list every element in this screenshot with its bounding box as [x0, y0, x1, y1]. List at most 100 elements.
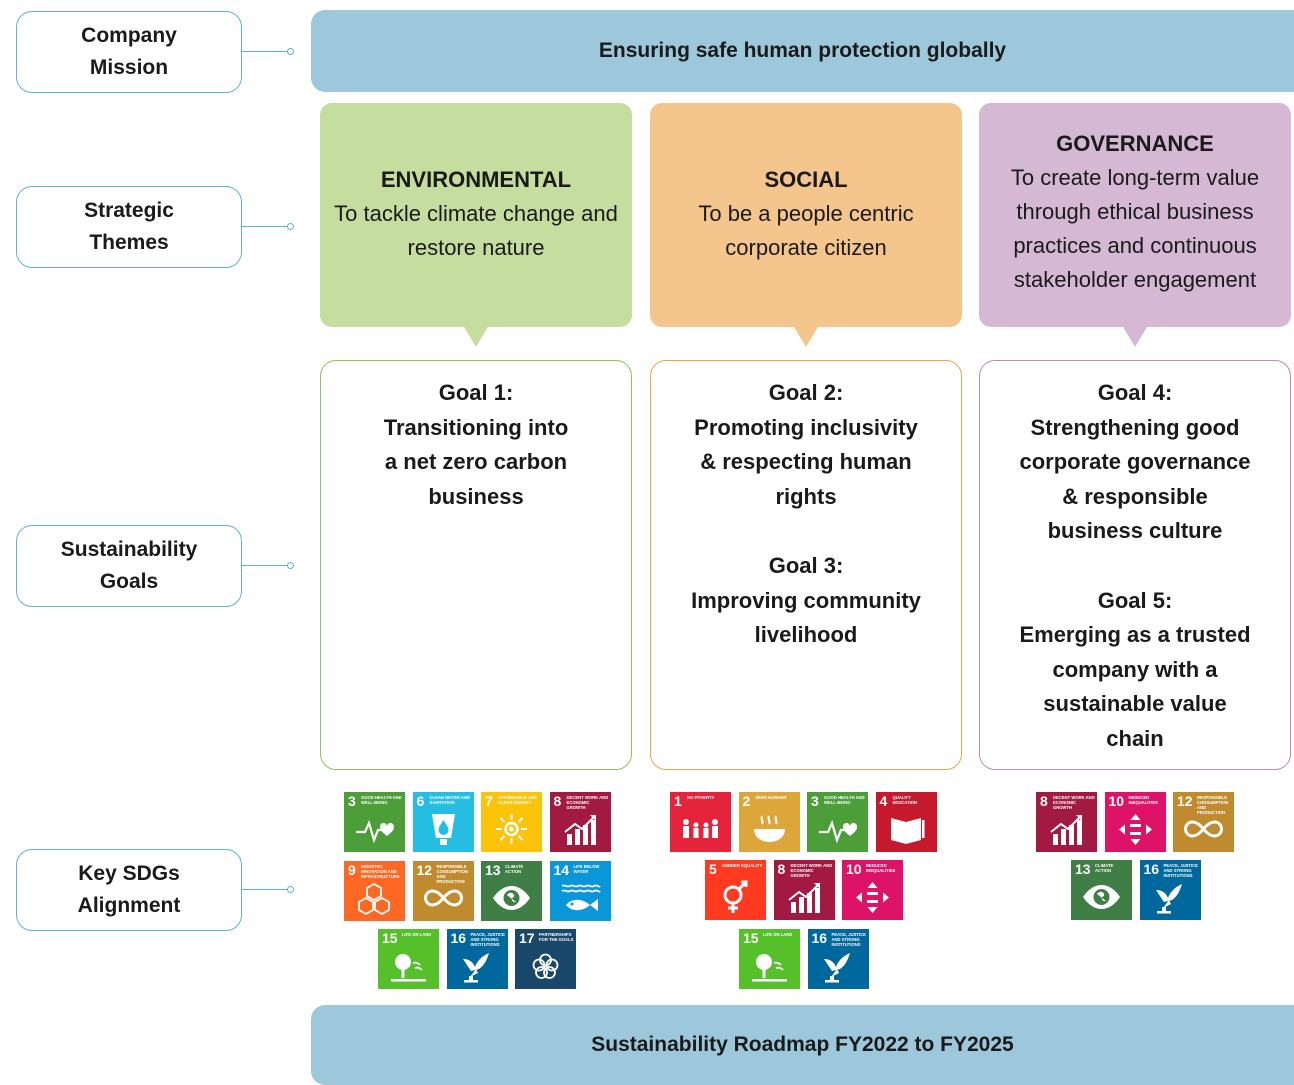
sdg-name: CLIMATE ACTION — [505, 864, 524, 874]
sdg-name: AFFORDABLE AND CLEAN ENERGY — [498, 795, 537, 805]
sdg-name: PEACE, JUSTICE AND STRONG INSTITUTIONS — [1163, 863, 1198, 878]
eye-globe-icon — [1083, 885, 1120, 909]
goal-heading: Goal 3: — [768, 552, 844, 578]
key-sdgs-label: Key SDGs Alignment — [16, 849, 242, 931]
goal-text-line: business culture — [1047, 518, 1223, 544]
sdg-number: 10 — [1108, 793, 1125, 809]
sdg-number: 5 — [709, 861, 717, 877]
sdg-tile-17: 17 PARTNERSHIPS FOR THE GOALS — [515, 929, 576, 989]
theme-description: To tackle climate change and restore nat… — [334, 201, 618, 260]
sdg-name: DECENT WORK AND ECONOMIC GROWTH — [790, 863, 833, 878]
theme-title: ENVIRONMENTAL — [380, 167, 572, 192]
goal-text-line: rights — [775, 483, 837, 509]
bowl-icon — [753, 815, 785, 842]
fish-icon — [561, 884, 601, 911]
sdg-name: PARTNERSHIPS FOR THE GOALS — [539, 932, 574, 942]
sdg-tile-13: 13 CLIMATE ACTION — [1071, 860, 1132, 920]
growth-chart-icon — [563, 815, 596, 845]
cubes-icon — [358, 882, 390, 916]
goal-text-line: livelihood — [754, 622, 858, 648]
themes-connector — [242, 223, 294, 230]
sdg-number: 3 — [811, 793, 819, 809]
theme-governance: GOVERNANCE To create long-term value thr… — [979, 103, 1291, 347]
sdg-number: 12 — [416, 862, 433, 878]
sdg-number: 13 — [485, 862, 501, 878]
strategic-themes-label-text: Strategic Themes — [84, 199, 174, 254]
equality-arrows-icon — [1118, 814, 1152, 845]
sdg-name: CLEAN WATER AND SANITATION — [429, 795, 470, 805]
goal-text-line: company with a — [1052, 656, 1218, 682]
book-icon — [890, 818, 924, 844]
sdg-number: 8 — [777, 861, 786, 877]
sdg-tile-5: 5 GENDER EQUALITY — [705, 860, 766, 920]
sdgs-connector — [242, 886, 294, 893]
sdg-name: REDUCED INEQUALITIES — [1128, 795, 1158, 805]
sdg-number: 13 — [1075, 861, 1091, 877]
mission-text: Ensuring safe human protection globally — [598, 39, 1007, 62]
goal-heading: Goal 1: — [438, 380, 514, 405]
tree-icon — [752, 954, 787, 982]
sdg-name: DECENT WORK AND ECONOMIC GROWTH — [566, 795, 609, 810]
goal-text-line: sustainable value — [1043, 691, 1227, 717]
sun-icon — [496, 814, 527, 844]
goal-heading: Goal 5: — [1097, 587, 1173, 613]
heartbeat-icon — [819, 819, 858, 844]
company-mission-label-text: Company Mission — [81, 24, 177, 79]
sdg-tile-3: 3 GOOD HEALTH AND WELL-BEING — [344, 792, 405, 852]
mission-connector — [242, 48, 294, 55]
sdg-number: 4 — [879, 793, 888, 809]
heartbeat-icon — [356, 819, 395, 844]
sdg-number: 8 — [1040, 793, 1048, 809]
theme-environmental: ENVIRONMENTAL To tackle climate change a… — [320, 103, 632, 347]
goal-text-line: corporate governance — [1019, 449, 1251, 475]
growth-chart-icon — [1050, 815, 1082, 845]
company-mission-label: Company Mission — [16, 11, 242, 93]
dove-icon — [823, 953, 850, 983]
sdg-number: 2 — [742, 793, 751, 809]
sdg-name: GENDER EQUALITY — [722, 863, 763, 868]
sdg-number: 16 — [811, 930, 828, 946]
sdg-name: RESPONSIBLE CONSUMPTION AND PRODUCTION — [1197, 795, 1229, 815]
goal-text-line: Transitioning into — [383, 414, 569, 440]
dove-icon — [1155, 884, 1182, 914]
goal-heading: Goal 2: — [768, 380, 844, 405]
sdg-name: RESPONSIBLE CONSUMPTION AND PRODUCTION — [436, 864, 468, 884]
family-icon — [683, 819, 718, 838]
goal-text-line: Promoting inclusivity — [694, 414, 918, 440]
sdg-name: GOOD HEALTH AND WELL-BEING — [361, 795, 402, 805]
sdg-name: ZERO HUNGER — [755, 795, 787, 800]
sdg-number: 1 — [674, 793, 682, 809]
water-drop-icon — [431, 814, 455, 845]
sdg-name: DECENT WORK AND ECONOMIC GROWTH — [1053, 795, 1095, 810]
theme-title: GOVERNANCE — [1056, 131, 1214, 156]
sdg-name: GOOD HEALTH AND WELL-BEING — [824, 795, 865, 805]
goal-text-line: & responsible — [1062, 483, 1208, 509]
sdg-name: NO POVERTY — [687, 795, 715, 800]
goal-heading: Goal 4: — [1097, 380, 1173, 405]
sdg-name: CLIMATE ACTION — [1095, 863, 1114, 873]
goal-text-line: a net zero carbon — [384, 449, 568, 475]
sdg-tile-9: 9 INDUSTRY, INNOVATION AND INFRASTRUCTURE — [344, 861, 405, 921]
goal-box-social: Goal 2:Promoting inclusivity& respecting… — [650, 360, 962, 770]
sdg-tile-2: 2 ZERO HUNGER — [738, 792, 800, 852]
sdg-number: 17 — [519, 930, 535, 946]
sdg-number: 12 — [1177, 793, 1193, 809]
sdg-number: 3 — [348, 793, 356, 809]
sdg-name: INDUSTRY, INNOVATION AND INFRASTRUCTURE — [361, 864, 400, 879]
gender-icon — [723, 880, 748, 913]
sdg-name: QUALITY EDUCATION — [892, 795, 918, 805]
theme-social: SOCIAL To be a people centric corporate … — [650, 103, 962, 347]
sdg-number: 16 — [1143, 861, 1160, 877]
sdg-number: 9 — [348, 862, 356, 878]
sdg-number: 14 — [553, 862, 570, 878]
sdg-tile-8: 8 DECENT WORK AND ECONOMIC GROWTH — [1036, 792, 1097, 852]
sdg-number: 15 — [382, 930, 398, 946]
